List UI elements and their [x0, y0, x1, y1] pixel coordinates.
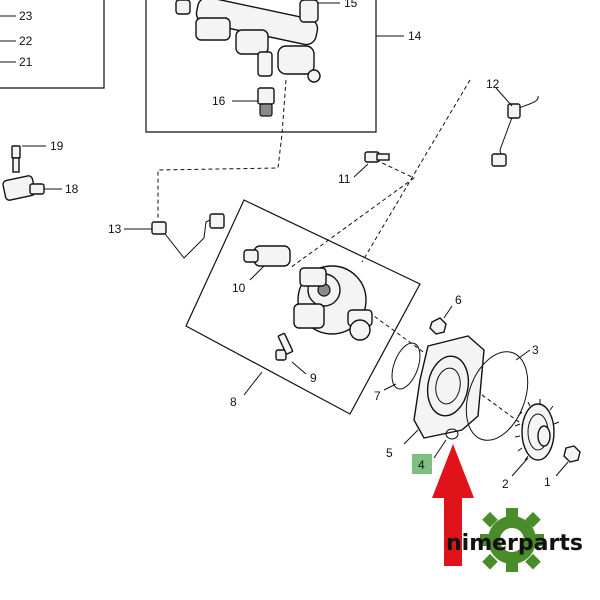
pipe-13: 13 [108, 213, 225, 259]
callout-7: 7 [374, 389, 381, 403]
callout-23: 23 [19, 9, 33, 23]
red-arrow-shaft [444, 496, 462, 566]
brand-name: nimerparts [446, 531, 583, 556]
pipe-12: 12 [486, 77, 539, 167]
callout-18: 18 [65, 182, 79, 196]
fuel-rail-assembly: 14 15 16 [145, 0, 422, 133]
callout-11: 11 [338, 172, 351, 186]
o-ring-7: 7 [374, 342, 421, 403]
leader-dashed-pipe12 [361, 79, 471, 263]
callout-8: 8 [230, 395, 237, 409]
callout-5: 5 [386, 446, 393, 460]
callout-9: 9 [310, 371, 317, 385]
leader-dashed-rail [157, 79, 287, 220]
leader-dashed-bolt11 [289, 159, 415, 269]
callout-16: 16 [212, 94, 226, 108]
sensor-group-left: 19 18 [2, 139, 79, 201]
o-ring-4: 4 [412, 428, 459, 474]
callout-10: 10 [232, 281, 246, 295]
housing-5: 5 [386, 335, 485, 460]
callout-14: 14 [408, 29, 422, 43]
leader-dashed-gear [351, 299, 531, 431]
callout-2: 2 [502, 477, 509, 491]
callout-12: 12 [486, 77, 500, 91]
callout-21: 21 [19, 55, 33, 69]
callout-4-highlight [412, 454, 432, 474]
pump-frame-8: 8 10 9 [185, 199, 421, 415]
callout-1: 1 [544, 475, 551, 489]
nut-1: 1 [544, 445, 581, 489]
callout-3: 3 [532, 343, 539, 357]
callout-6: 6 [455, 293, 462, 307]
frame-top-left: 23 22 21 [0, 0, 105, 89]
red-arrow-indicator [432, 444, 474, 566]
callout-13: 13 [108, 222, 122, 236]
callout-4: 4 [418, 458, 425, 472]
callout-19: 19 [50, 139, 64, 153]
gear-2: 2 [502, 399, 560, 491]
callout-15: 15 [344, 0, 358, 10]
nut-6: 6 [429, 293, 462, 335]
bolt-11: 11 [338, 151, 390, 186]
seal-ring-3: 3 [465, 343, 539, 441]
red-arrow-head [432, 444, 474, 498]
brand-logo: nimerparts [446, 508, 583, 572]
callout-22: 22 [19, 34, 33, 48]
